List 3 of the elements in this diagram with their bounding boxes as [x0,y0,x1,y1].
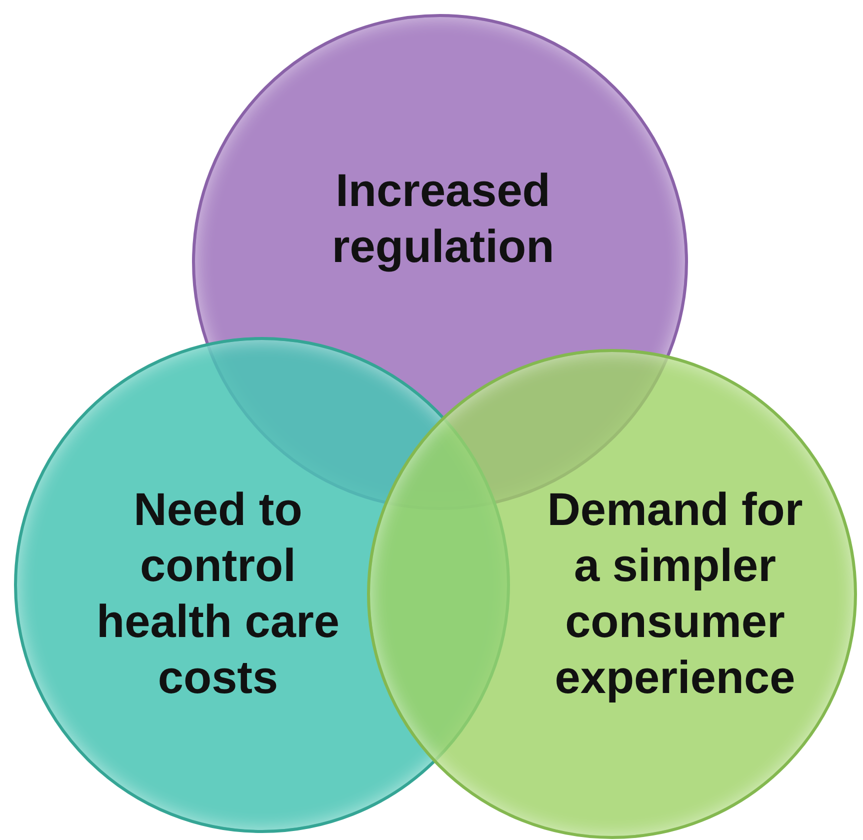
circle-label: Increased regulation [330,163,556,274]
circle-label: Need to control health care costs [96,482,340,705]
circle-label: Demand for a simpler consumer experience [546,482,804,705]
